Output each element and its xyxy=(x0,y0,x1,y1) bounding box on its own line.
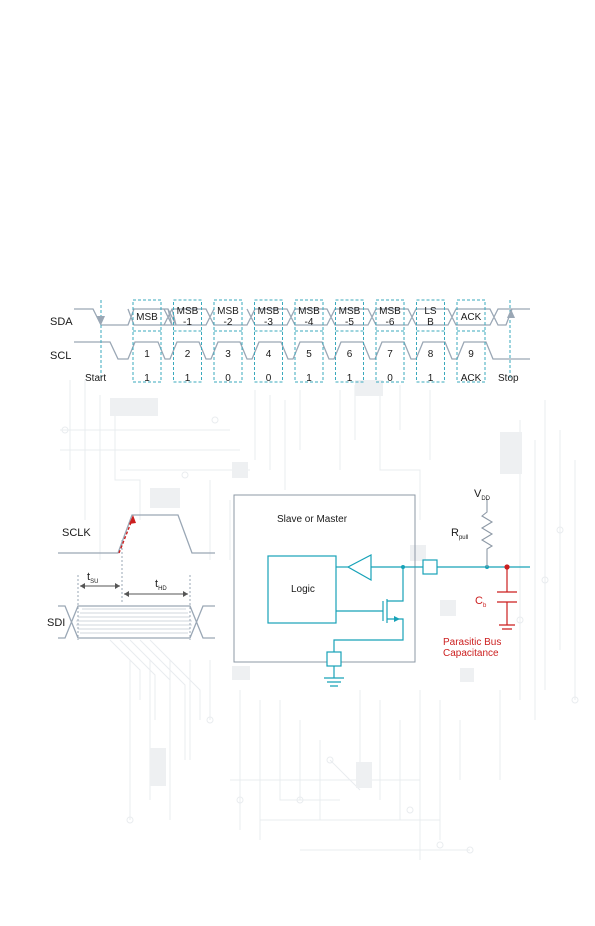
sda-bit-label: -1 xyxy=(183,317,192,328)
bit-value: 0 xyxy=(225,373,231,384)
ground-pin xyxy=(326,651,342,667)
scl-pulse-number: 8 xyxy=(428,349,434,360)
sda-bit-label: LS xyxy=(424,306,437,317)
scl-pulse-number: 5 xyxy=(306,349,312,360)
scl-pulse-number: 2 xyxy=(185,349,191,360)
parasitic-label-line1: Parasitic Bus xyxy=(443,637,501,648)
io-pin xyxy=(422,559,438,575)
clock-edge-arrowhead xyxy=(129,515,136,524)
ground-symbol xyxy=(324,666,344,687)
setup-hold-diagram: SCLK SDI tSU tHD xyxy=(47,514,215,640)
sdi-waveform xyxy=(58,605,215,639)
parasitic-label-line2: Capacitance xyxy=(443,648,499,659)
scl-pulse-number: 1 xyxy=(144,349,150,360)
start-arrow xyxy=(97,316,105,325)
logic-block xyxy=(267,555,337,624)
thd-arrowhead-right xyxy=(183,591,188,597)
bit-value: 1 xyxy=(185,373,191,384)
sda-bit-label: -4 xyxy=(305,317,314,328)
bit-value: 1 xyxy=(306,373,312,384)
bit-value: 1 xyxy=(347,373,353,384)
sda-bit-label: ACK xyxy=(461,312,482,323)
sdi-data-lines xyxy=(76,608,192,634)
sdi-label: SDI xyxy=(47,617,65,629)
rpull-label: Rpull xyxy=(451,527,468,541)
scl-pulse-number: 3 xyxy=(225,349,231,360)
clock-edge-arrow xyxy=(118,519,133,554)
sda-label: SDA xyxy=(50,316,73,328)
start-label: Start xyxy=(85,373,106,384)
bus-capacitor xyxy=(497,567,517,630)
scl-label: SCL xyxy=(50,350,71,362)
sclk-label: SCLK xyxy=(62,527,91,539)
tsu-label: tSU xyxy=(87,571,98,585)
stop-arrow xyxy=(507,309,515,318)
pcb-background xyxy=(60,380,579,860)
sda-bit-label: MSB xyxy=(177,306,199,317)
scl-pulse-number: 7 xyxy=(387,349,393,360)
tsu-arrowhead-left xyxy=(80,583,85,589)
sda-bit-label: -5 xyxy=(345,317,354,328)
slave-master-box xyxy=(233,494,416,663)
sda-bit-label: MSB xyxy=(217,306,239,317)
sda-bit-label: -2 xyxy=(224,317,233,328)
pullup-resistor xyxy=(480,499,494,567)
sda-bit-label: MSB xyxy=(298,306,320,317)
bit-value: ACK xyxy=(461,373,482,384)
logic-label: Logic xyxy=(291,584,315,595)
bit-value: 1 xyxy=(144,373,150,384)
thd-arrowhead-left xyxy=(124,591,129,597)
sda-bit-label: MSB xyxy=(258,306,280,317)
cb-label: Cb xyxy=(475,595,487,609)
timing-diagram: SDA SCL MSB11MSB-121MSB-230MSB-340MSB-45… xyxy=(50,299,530,384)
bit-value: 1 xyxy=(428,373,434,384)
sclk-waveform xyxy=(58,514,215,554)
sda-bit-label: MSB xyxy=(339,306,361,317)
bit-slots: MSB11MSB-121MSB-230MSB-340MSB-451MSB-561… xyxy=(132,299,486,384)
input-buffer xyxy=(346,554,372,582)
sda-bit-label: -3 xyxy=(264,317,273,328)
tsu-arrowhead-right xyxy=(115,583,120,589)
sda-bit-label: MSB xyxy=(136,312,158,323)
vdd-label: VDD xyxy=(474,488,491,502)
scl-pulse-number: 4 xyxy=(266,349,272,360)
stop-label: Stop xyxy=(498,373,519,384)
pcb-chips xyxy=(110,380,522,788)
scl-pulse-number: 6 xyxy=(347,349,353,360)
sda-bit-label: -6 xyxy=(386,317,395,328)
bit-value: 0 xyxy=(266,373,272,384)
scl-pulse-number: 9 xyxy=(468,349,474,360)
bit-value: 0 xyxy=(387,373,393,384)
box-title: Slave or Master xyxy=(277,514,348,525)
sda-bit-label: MSB xyxy=(379,306,401,317)
scl-waveform xyxy=(74,341,530,360)
transistor-arrow xyxy=(394,616,400,622)
thd-label: tHD xyxy=(155,578,167,592)
bus-circuit: Slave or Master Logic VDD Rpull Cb Paras… xyxy=(233,488,530,687)
sda-bit-label: B xyxy=(427,317,434,328)
drain-source xyxy=(333,567,404,652)
